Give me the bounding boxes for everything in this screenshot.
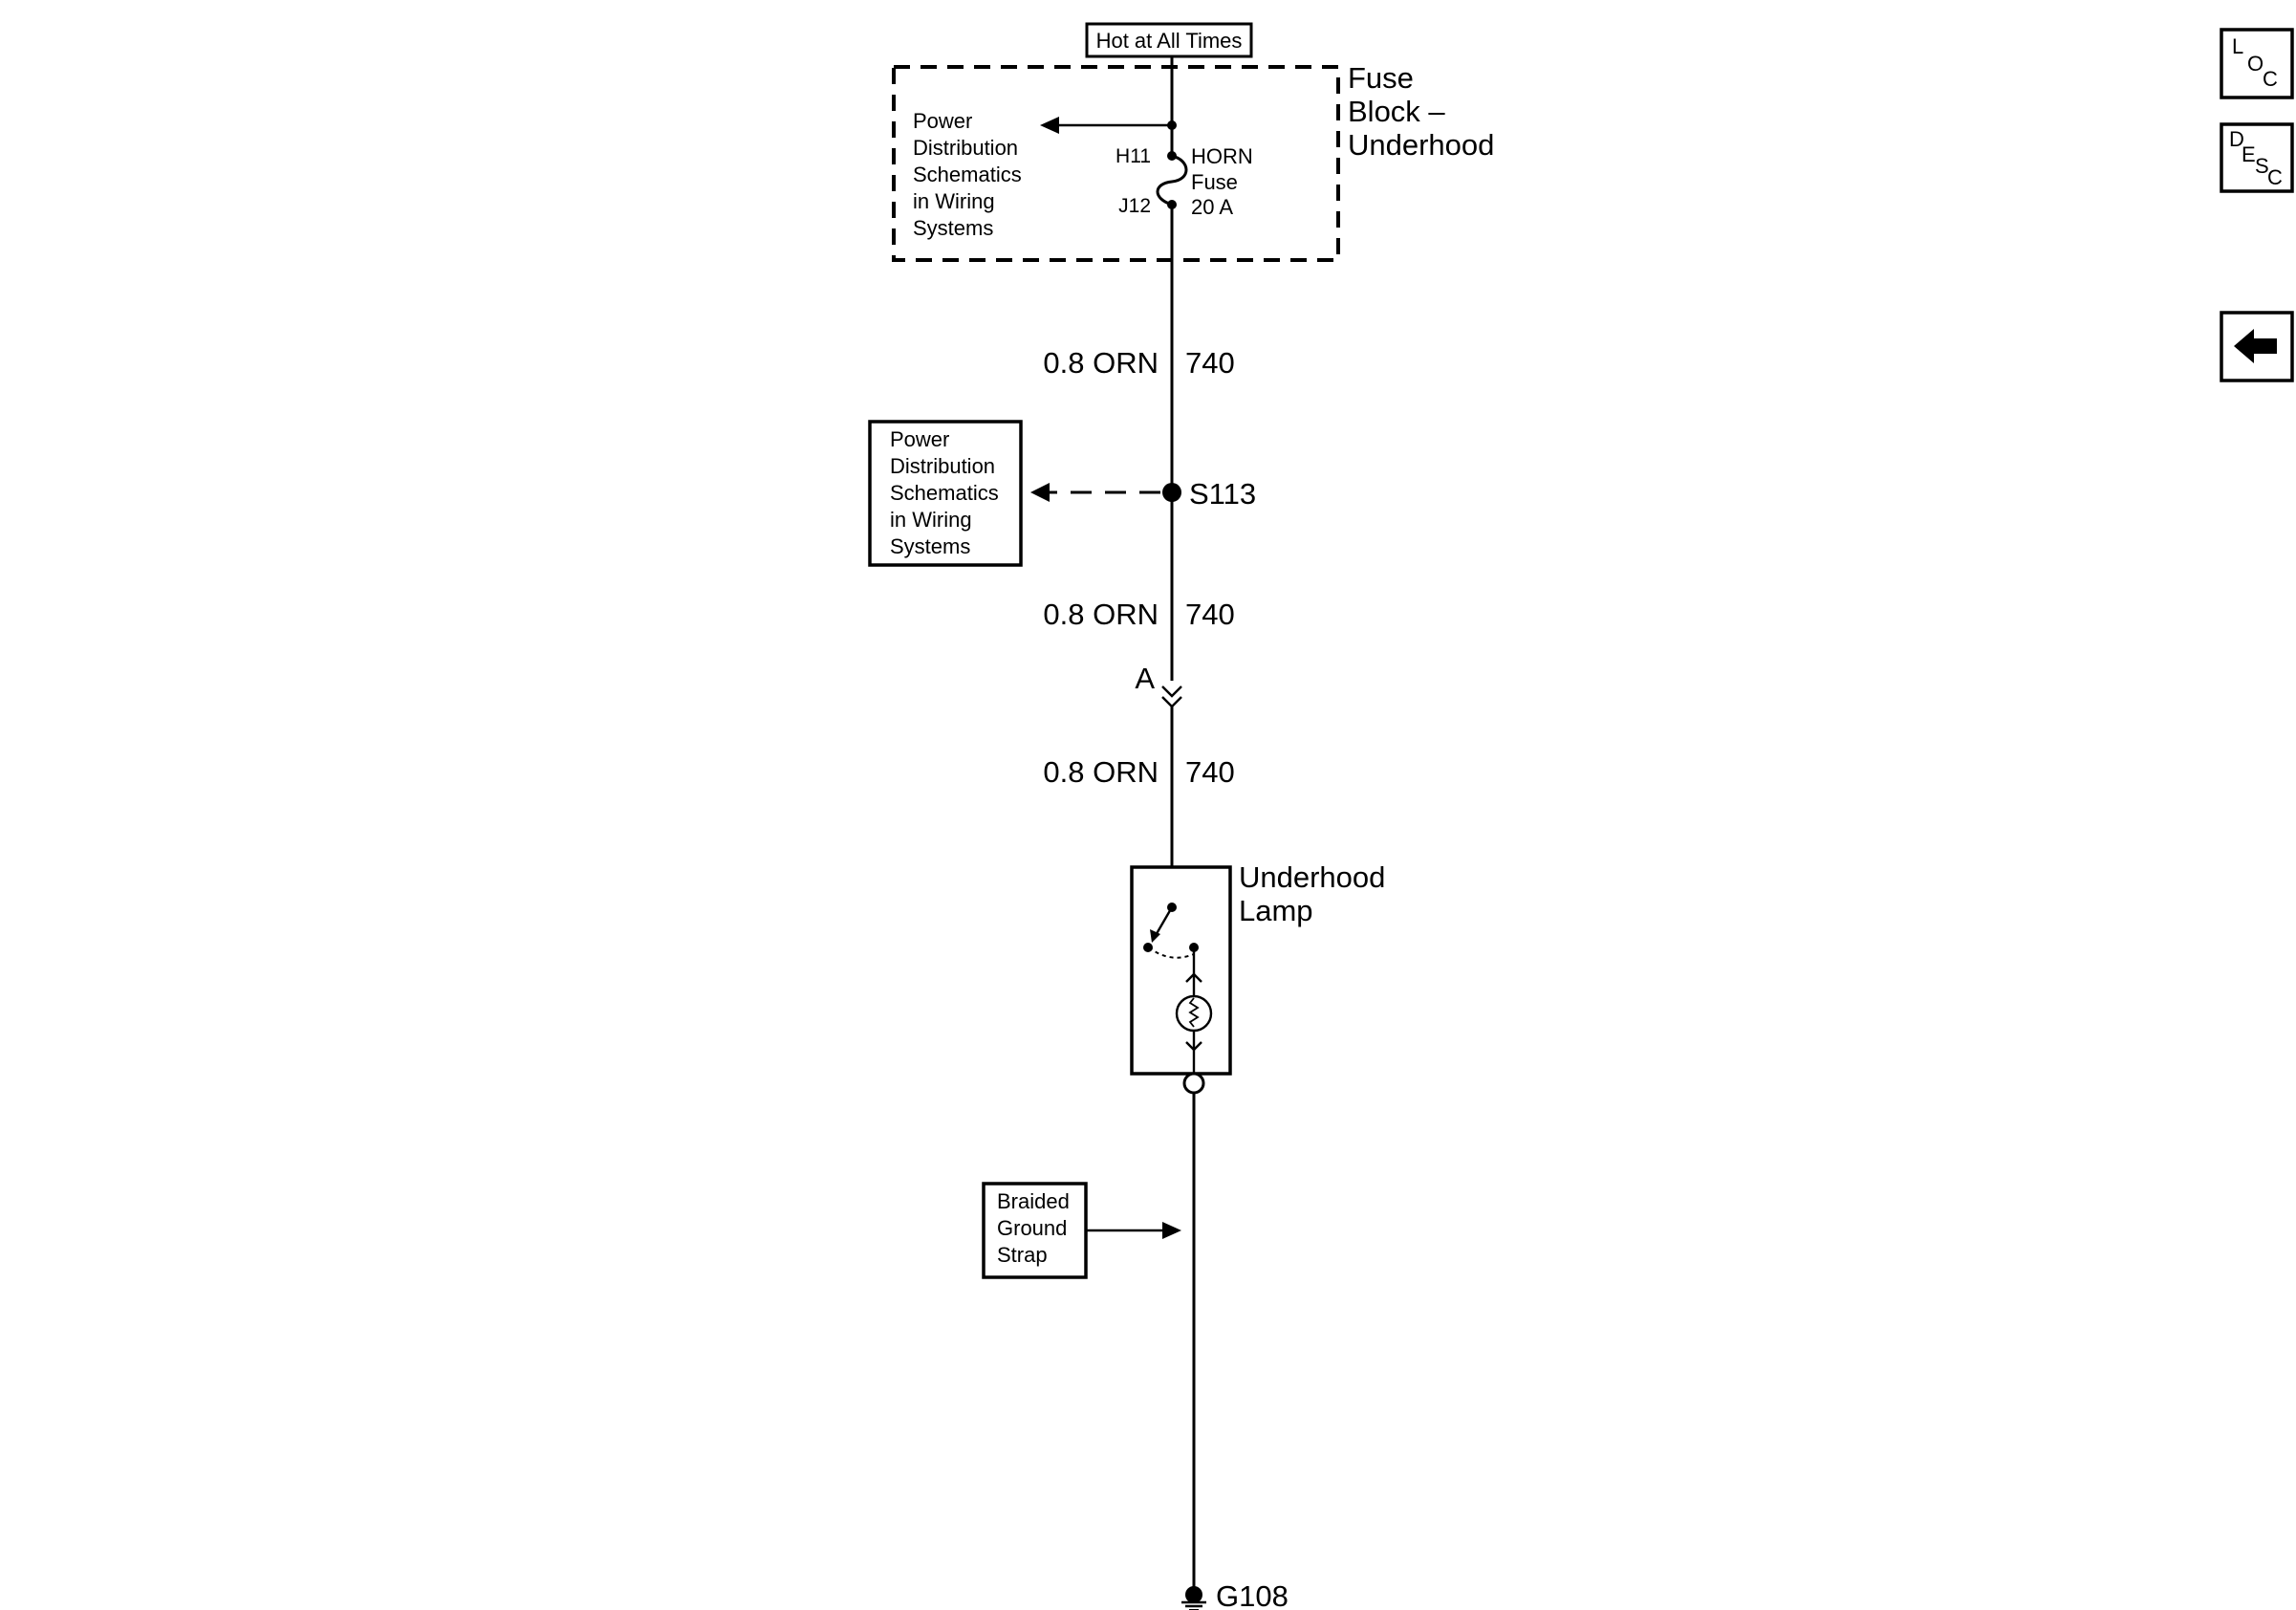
- connector-chevron-upper: [1161, 685, 1182, 698]
- back-button[interactable]: [2220, 311, 2294, 382]
- loc-letter-l: L: [2232, 34, 2243, 58]
- loc-letter-c: C: [2263, 67, 2278, 91]
- ground-note-line: Strap: [997, 1243, 1048, 1267]
- switch-arrow-icon: [1150, 929, 1160, 943]
- fuse-block-outline: [892, 65, 1340, 262]
- wire-3-size-color: 0.8 ORN: [1043, 755, 1159, 789]
- ground-note-line: Ground: [997, 1216, 1067, 1240]
- reference-line: Schematics: [913, 163, 1022, 186]
- splice-s113: [1162, 483, 1181, 502]
- component-name-line: Underhood: [1239, 860, 1385, 894]
- reference-line: in Wiring: [890, 508, 972, 532]
- fuse-block-reference: Power Distribution Schematics in Wiring …: [913, 109, 1028, 240]
- bulb-filament: [1188, 997, 1200, 1028]
- desc-letter-e: E: [2242, 142, 2256, 166]
- wire-2-size-color: 0.8 ORN: [1043, 598, 1159, 631]
- fuse-label-line: 20 A: [1191, 195, 1233, 219]
- fuse-pin-out: J12: [1118, 195, 1151, 217]
- desc-letter-s: S: [2255, 154, 2269, 178]
- splice-reference-box: [868, 420, 1023, 567]
- ground-id: G108: [1216, 1579, 1289, 1610]
- switch-blade: [1153, 906, 1174, 938]
- fuse-block-name-line: Block –: [1348, 95, 1445, 128]
- wire-1-size-color: 0.8 ORN: [1043, 346, 1159, 380]
- arrow-right-icon: [1162, 1222, 1181, 1239]
- ground-icon: [1181, 1600, 1206, 1610]
- reference-line: Systems: [890, 534, 970, 558]
- component-name-line: Lamp: [1239, 894, 1313, 927]
- desc-letter-d: D: [2229, 127, 2244, 151]
- reference-line: Systems: [913, 216, 993, 240]
- back-arrow-icon: [2234, 329, 2277, 363]
- desc-button[interactable]: D E S C: [2220, 122, 2294, 193]
- fuse-block-name-line: Fuse: [1348, 61, 1414, 95]
- fuse-block-name-line: Underhood: [1348, 128, 1494, 162]
- reference-line: Schematics: [890, 481, 999, 505]
- reference-line: Power: [890, 427, 949, 451]
- fuse-label-line: Fuse: [1191, 170, 1238, 194]
- wire-3-circuit: 740: [1185, 755, 1235, 789]
- power-source-text: Hot at All Times: [1096, 29, 1243, 53]
- reference-line: in Wiring: [913, 189, 995, 213]
- case-ground-terminal: [1182, 1072, 1205, 1095]
- fuse-symbol: [1156, 154, 1188, 207]
- splice-id: S113: [1189, 477, 1256, 511]
- loc-letter-o: O: [2247, 52, 2264, 76]
- ground-terminal: [1185, 1586, 1202, 1603]
- arrow-left-icon: [1040, 117, 1059, 134]
- ground-note: Braided Ground Strap: [997, 1189, 1075, 1267]
- fuse-label: HORN Fuse 20 A: [1191, 144, 1259, 219]
- lamp-connector-bottom: [1185, 1041, 1202, 1052]
- underhood-lamp-box: [1130, 865, 1232, 1076]
- splice-reference: Power Distribution Schematics in Wiring …: [890, 427, 1005, 558]
- lamp-connector-top: [1185, 972, 1202, 983]
- switch-contact-left: [1143, 943, 1153, 952]
- desc-letter-c: C: [2267, 165, 2283, 189]
- ground-note-line: Braided: [997, 1189, 1070, 1213]
- arrow-left-icon: [1030, 483, 1050, 502]
- fuse-pin-in: H11: [1116, 145, 1151, 167]
- reference-line: Distribution: [913, 136, 1018, 160]
- fuse-block-name: Fuse Block – Underhood: [1348, 61, 1494, 162]
- wire-2-circuit: 740: [1185, 598, 1235, 631]
- switch-linkage: [1148, 946, 1195, 959]
- connector-chevron-lower: [1161, 696, 1182, 708]
- reference-line: Distribution: [890, 454, 995, 478]
- reference-line: Power: [913, 109, 972, 133]
- fuse-label-line: HORN: [1191, 144, 1253, 168]
- power-source-label: Hot at All Times: [1085, 22, 1253, 58]
- connector-id: A: [1135, 662, 1155, 695]
- loc-button[interactable]: L O C: [2220, 28, 2294, 99]
- fuse-input-terminal: [1167, 120, 1177, 130]
- wire-1-circuit: 740: [1185, 346, 1235, 380]
- component-name: Underhood Lamp: [1239, 860, 1394, 927]
